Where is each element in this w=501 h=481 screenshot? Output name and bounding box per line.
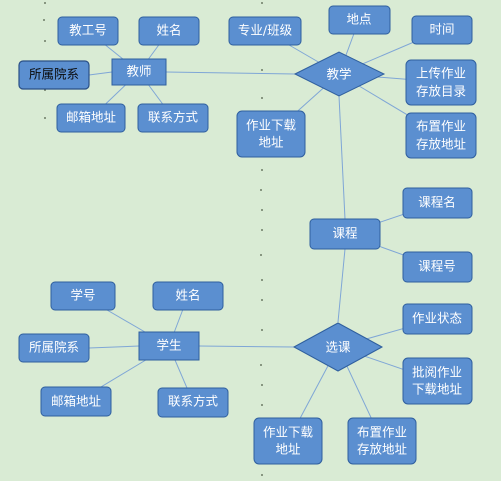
svg-text:地点: 地点 xyxy=(346,12,371,27)
svg-text:课程名: 课程名 xyxy=(418,195,456,210)
svg-text:存放地址: 存放地址 xyxy=(357,442,408,457)
attr-teach-download: 作业下载 地址 xyxy=(236,110,306,158)
svg-text:教工号: 教工号 xyxy=(69,23,107,38)
svg-text:课程号: 课程号 xyxy=(418,259,456,274)
attr-teach-assign: 布置作业 存放地址 xyxy=(405,112,477,159)
relationship-select: 选课 xyxy=(292,322,384,372)
svg-text:联系方式: 联系方式 xyxy=(148,110,199,125)
entity-student: 学生 xyxy=(138,331,200,361)
attr-teach-upload: 上传作业 存放目录 xyxy=(405,59,477,106)
attr-t-id: 教工号 xyxy=(57,16,119,46)
attr-t-contact: 联系方式 xyxy=(137,103,209,133)
entity-course: 课程 xyxy=(309,218,381,250)
attr-sel-download: 作业下载 地址 xyxy=(253,417,323,465)
edge-student-sdept xyxy=(88,345,140,349)
svg-text:学号: 学号 xyxy=(70,288,95,303)
svg-text:邮箱地址: 邮箱地址 xyxy=(66,110,117,125)
attr-s-email: 邮箱地址 xyxy=(40,386,112,417)
attr-c-id: 课程号 xyxy=(402,251,473,283)
svg-text:邮箱地址: 邮箱地址 xyxy=(51,394,102,409)
svg-text:学生: 学生 xyxy=(156,338,181,353)
attr-c-name: 课程名 xyxy=(402,187,473,219)
svg-text:所属院系: 所属院系 xyxy=(29,340,79,355)
svg-text:所属院系: 所属院系 xyxy=(29,67,79,82)
attr-sel-review: 批阅作业 下载地址 xyxy=(402,357,473,405)
entity-teacher: 教师 xyxy=(111,58,167,86)
svg-text:存放目录: 存放目录 xyxy=(416,84,466,99)
attr-s-id: 学号 xyxy=(50,281,116,311)
attr-t-name: 姓名 xyxy=(138,16,200,46)
svg-text:教师: 教师 xyxy=(126,64,151,79)
svg-text:姓名: 姓名 xyxy=(156,23,181,38)
svg-text:作业下载: 作业下载 xyxy=(263,425,314,440)
attr-teach-major: 专业/班级 xyxy=(228,16,302,46)
attr-teach-time: 时间 xyxy=(411,15,473,45)
svg-text:地址: 地址 xyxy=(275,442,301,457)
svg-text:课程: 课程 xyxy=(332,226,358,241)
edge-course-select xyxy=(337,248,346,323)
edge-teach-course xyxy=(338,95,346,220)
svg-text:布置作业: 布置作业 xyxy=(357,425,407,440)
edge-teacher-tdept xyxy=(88,71,113,76)
svg-text:下载地址: 下载地址 xyxy=(412,382,463,397)
attr-s-dept: 所属院系 xyxy=(18,333,90,363)
relationship-teach: 教学 xyxy=(293,51,386,97)
attr-t-email: 邮箱地址 xyxy=(56,103,126,133)
svg-text:批阅作业: 批阅作业 xyxy=(412,365,462,380)
svg-text:教学: 教学 xyxy=(326,67,351,82)
svg-text:作业状态: 作业状态 xyxy=(412,311,462,326)
svg-text:存放地址: 存放地址 xyxy=(416,137,467,152)
attr-s-name: 姓名 xyxy=(152,281,224,311)
svg-text:上传作业: 上传作业 xyxy=(416,66,466,81)
attr-t-dept: 所属院系 xyxy=(18,60,90,90)
svg-text:姓名: 姓名 xyxy=(175,288,200,303)
svg-text:作业下载: 作业下载 xyxy=(246,118,297,133)
svg-text:布置作业: 布置作业 xyxy=(416,119,466,134)
svg-text:选课: 选课 xyxy=(325,340,351,355)
svg-text:专业/班级: 专业/班级 xyxy=(238,23,293,38)
edge-teacher-teach xyxy=(165,71,296,75)
attr-sel-assign: 布置作业 存放地址 xyxy=(347,417,417,465)
svg-text:地址: 地址 xyxy=(258,135,284,150)
attr-s-contact: 联系方式 xyxy=(157,387,229,418)
attr-sel-status: 作业状态 xyxy=(402,303,473,335)
svg-text:时间: 时间 xyxy=(429,22,454,37)
svg-text:联系方式: 联系方式 xyxy=(168,394,219,409)
attr-teach-place: 地点 xyxy=(328,5,391,35)
edge-student-select xyxy=(198,345,295,348)
